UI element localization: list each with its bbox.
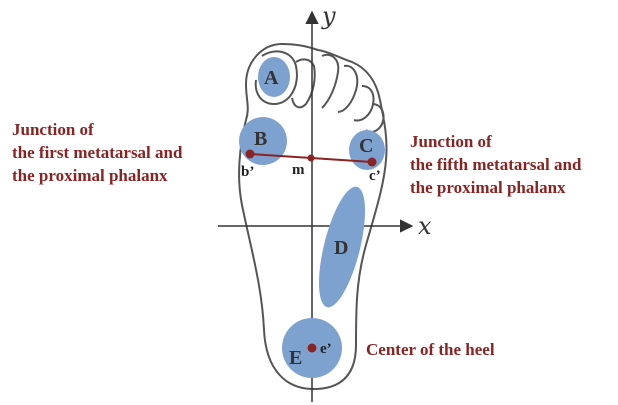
toe-outline [322, 55, 338, 108]
point-b [246, 150, 255, 159]
region-label-a: A [264, 67, 279, 89]
point-e [308, 344, 317, 353]
first-metatarsal-annotation: Junction of the first metatarsal and the… [12, 118, 182, 187]
annotation-line: the first metatarsal and [12, 141, 182, 164]
point-label-m: m [292, 162, 305, 178]
region-label-c: C [359, 135, 373, 157]
toe-outline [338, 66, 357, 112]
annotation-line: Center of the heel [366, 338, 495, 361]
region-label-d: D [334, 237, 348, 259]
region-label-b: B [254, 128, 267, 150]
annotation-line: the proximal phalanx [12, 164, 182, 187]
point-c [368, 158, 377, 167]
point-label-e: e’ [320, 341, 332, 357]
toe-outline [366, 104, 384, 132]
annotation-line: the fifth metatarsal and [410, 153, 581, 176]
toe-outline [354, 86, 374, 121]
annotation-line: Junction of [410, 130, 581, 153]
point-label-b: b’ [241, 164, 254, 180]
x-axis-label: x [418, 212, 432, 240]
point-m [308, 155, 315, 162]
annotation-line: the proximal phalanx [410, 176, 581, 199]
region-label-e: E [289, 347, 302, 369]
fifth-metatarsal-annotation: Junction of the fifth metatarsal and the… [410, 130, 581, 199]
annotation-line: Junction of [12, 118, 182, 141]
y-axis-label: y [321, 2, 336, 30]
heel-annotation: Center of the heel [366, 338, 495, 361]
point-label-c: c’ [369, 168, 381, 184]
